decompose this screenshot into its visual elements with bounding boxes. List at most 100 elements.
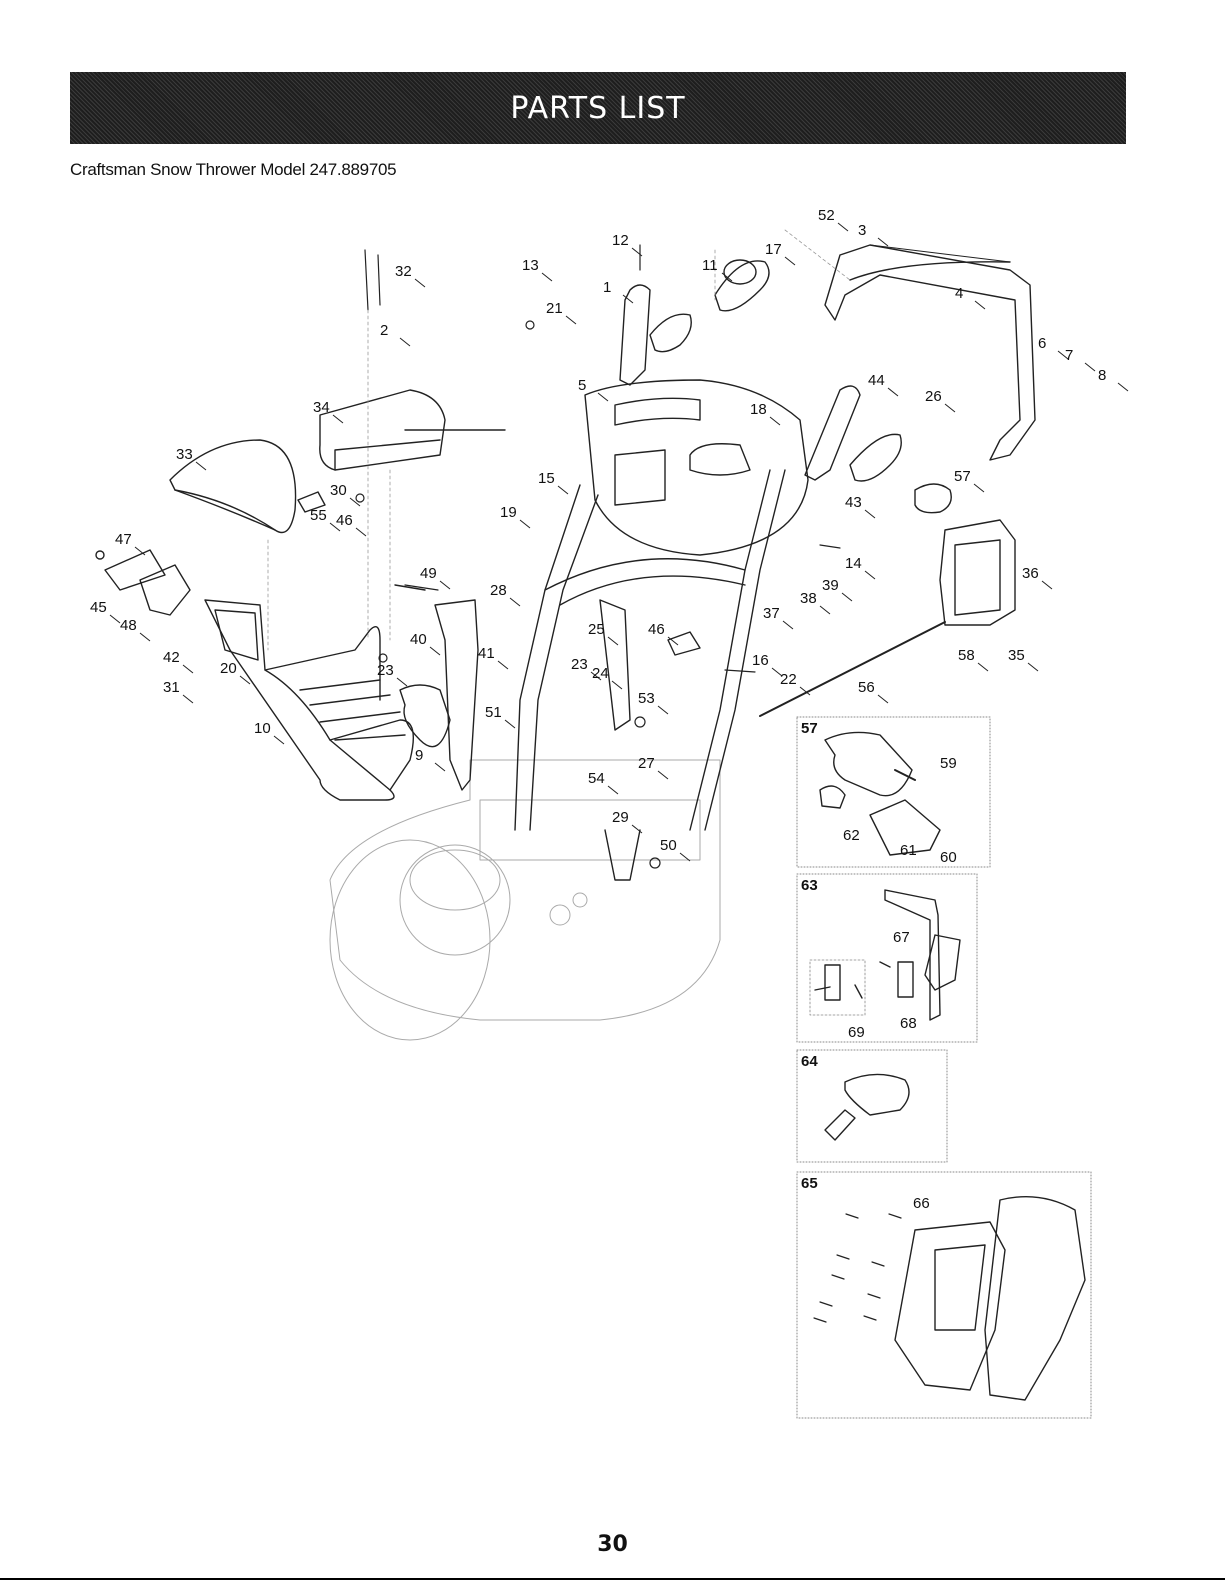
leader-14 [865, 571, 875, 579]
leader-5 [598, 393, 608, 401]
callout-29: 29 [612, 809, 629, 826]
discharge-chute [205, 600, 413, 800]
leader-57 [974, 484, 984, 492]
leader-27 [658, 771, 668, 779]
inset-57-title: 57 [801, 720, 818, 737]
leader-25 [608, 637, 618, 645]
callout-28: 28 [490, 582, 507, 599]
leader-23 [397, 678, 407, 686]
callout-25: 25 [588, 621, 605, 638]
leader-29 [632, 825, 642, 833]
leader-7 [1085, 363, 1095, 371]
callout-49: 49 [420, 565, 437, 582]
control-panel [585, 380, 808, 555]
callout-6: 6 [1038, 335, 1046, 352]
callout-59: 59 [940, 755, 957, 772]
callout-53: 53 [638, 690, 655, 707]
callout-52: 52 [818, 207, 835, 224]
callout-34: 34 [313, 399, 330, 416]
callout-60: 60 [940, 849, 957, 866]
wing-knob-46 [668, 632, 700, 655]
callout-31: 31 [163, 679, 180, 696]
leader-40 [430, 647, 440, 655]
leader-2 [400, 338, 410, 346]
leader-48 [140, 633, 150, 641]
callout-39: 39 [822, 577, 839, 594]
inset-64-parts [825, 1074, 909, 1140]
callout-68: 68 [900, 1015, 917, 1032]
callout-4: 4 [955, 285, 963, 302]
inset-63-title: 63 [801, 877, 818, 894]
leader-21 [566, 316, 576, 324]
leader-8 [1118, 383, 1128, 391]
leader-53 [658, 706, 668, 714]
callout-51: 51 [485, 704, 502, 721]
callout-32: 32 [395, 263, 412, 280]
callout-48: 48 [120, 617, 137, 634]
leader-24 [612, 681, 622, 689]
callout-44: 44 [868, 372, 885, 389]
callout-19: 19 [500, 504, 517, 521]
leader-46 [356, 528, 366, 536]
callout-16: 16 [752, 652, 769, 669]
callout-30: 30 [330, 482, 347, 499]
knob-17 [724, 260, 756, 284]
callout-20: 20 [220, 660, 237, 677]
leader-44 [888, 388, 898, 396]
callout-46: 46 [336, 512, 353, 529]
callout-33: 33 [176, 446, 193, 463]
callout-67: 67 [893, 929, 910, 946]
callout-57: 57 [954, 468, 971, 485]
bottom-rule [0, 1578, 1225, 1580]
leader-35 [1028, 663, 1038, 671]
inset-frames [797, 717, 1091, 1418]
shift-knob [915, 484, 951, 513]
handle-frame [515, 470, 785, 880]
callout-55: 55 [310, 507, 327, 524]
callout-62: 62 [843, 827, 860, 844]
leader-19 [520, 520, 530, 528]
callout-45: 45 [90, 599, 107, 616]
callout-5: 5 [578, 377, 586, 394]
leader-39 [842, 593, 852, 601]
leader-41 [498, 661, 508, 669]
auger-housing [330, 760, 720, 1040]
leader-9 [435, 763, 445, 771]
leader-49 [440, 581, 450, 589]
callout-40: 40 [410, 631, 427, 648]
left-handle [620, 261, 769, 385]
leader-37 [783, 621, 793, 629]
callout-21: 21 [546, 300, 563, 317]
callout-54: 54 [588, 770, 605, 787]
leader-32 [415, 279, 425, 287]
callout-35: 35 [1008, 647, 1025, 664]
leader-52 [838, 223, 848, 231]
callout-26: 26 [925, 388, 942, 405]
leader-10 [274, 736, 284, 744]
callout-61: 61 [900, 842, 917, 859]
leader-45 [110, 615, 120, 623]
hidden-lines [268, 230, 850, 650]
leader-13 [542, 273, 552, 281]
shift-rod [760, 622, 945, 716]
leader-17 [785, 257, 795, 265]
inset-63-parts [810, 890, 960, 1020]
shift-cable [850, 262, 1010, 280]
callout-46-b: 46 [648, 621, 665, 638]
leader-36 [1042, 581, 1052, 589]
callout-38: 38 [800, 590, 817, 607]
callout-12: 12 [612, 232, 629, 249]
leader-56 [878, 695, 888, 703]
callout-3: 3 [858, 222, 866, 239]
leader-51 [505, 720, 515, 728]
callout-8: 8 [1098, 367, 1106, 384]
leader-3 [878, 238, 888, 246]
callout-66: 66 [913, 1195, 930, 1212]
chute-cap [320, 390, 505, 470]
leader-31 [183, 695, 193, 703]
callout-13: 13 [522, 257, 539, 274]
leader-18 [770, 417, 780, 425]
rotation-bracket [395, 585, 478, 790]
leader-lines [110, 223, 1128, 861]
callout-27: 27 [638, 755, 655, 772]
